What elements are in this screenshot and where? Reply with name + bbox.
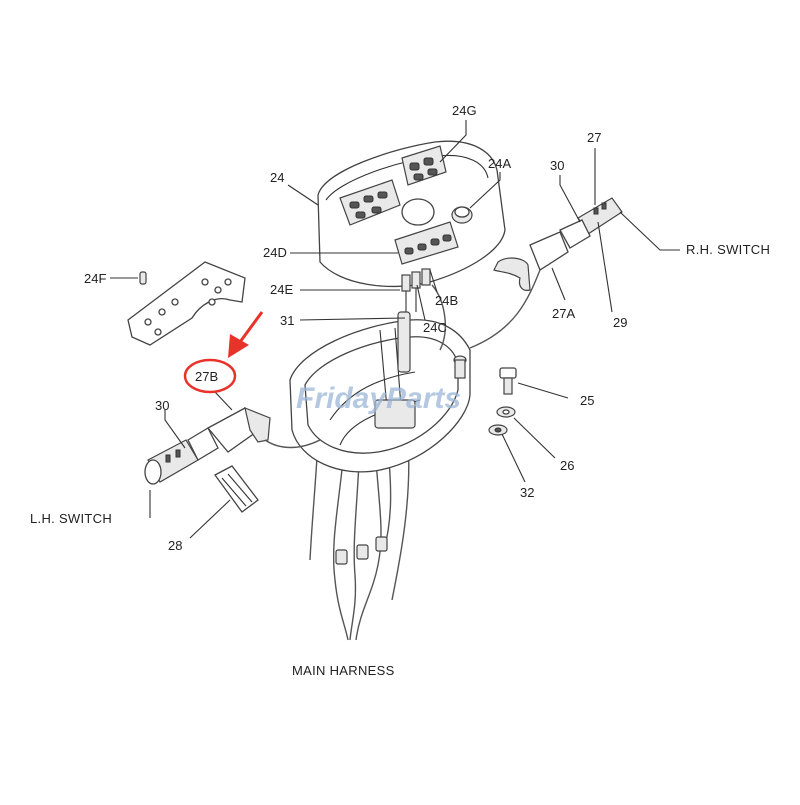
callout-24: 24	[270, 170, 284, 185]
rh-switch	[469, 197, 623, 349]
callout-26: 26	[560, 458, 574, 473]
red-arrow-shaft	[238, 311, 264, 343]
callout-30-left: 30	[155, 398, 169, 413]
connector-28	[214, 465, 259, 513]
leader-lines	[110, 120, 680, 539]
caption-main-harness: MAIN HARNESS	[292, 663, 395, 678]
callout-27a: 27A	[552, 306, 575, 321]
captions: R.H. SWITCH L.H. SWITCH MAIN HARNESS	[30, 242, 770, 678]
bracket-24f	[127, 261, 246, 346]
callout-32: 32	[520, 485, 534, 500]
callout-30-right: 30	[550, 158, 564, 173]
callout-31: 31	[280, 313, 294, 328]
red-circle	[183, 358, 237, 394]
callout-24g: 24G	[452, 103, 477, 118]
callout-24c: 24C	[423, 320, 447, 335]
caption-rh-switch: R.H. SWITCH	[686, 242, 770, 257]
callout-24b: 24B	[435, 293, 458, 308]
hardware	[488, 367, 517, 436]
red-arrow-head-icon	[228, 334, 249, 358]
callout-24d: 24D	[263, 245, 287, 260]
callout-labels: 24G 24 24A 30 27 24D 24F 24E 31 24B 24C …	[84, 103, 627, 553]
callout-28: 28	[168, 538, 182, 553]
highlight-27b	[183, 311, 264, 394]
callout-24a: 24A	[488, 156, 511, 171]
callout-25: 25	[580, 393, 594, 408]
upper-console	[317, 140, 506, 373]
lower-housing	[289, 319, 471, 473]
callout-29: 29	[613, 315, 627, 330]
callout-27: 27	[587, 130, 601, 145]
callout-27b: 27B	[195, 369, 218, 384]
lh-switch	[144, 407, 321, 485]
caption-lh-switch: L.H. SWITCH	[30, 511, 112, 526]
callout-24e: 24E	[270, 282, 293, 297]
callout-24f: 24F	[84, 271, 106, 286]
watermark-logo: FridayParts	[296, 382, 461, 415]
